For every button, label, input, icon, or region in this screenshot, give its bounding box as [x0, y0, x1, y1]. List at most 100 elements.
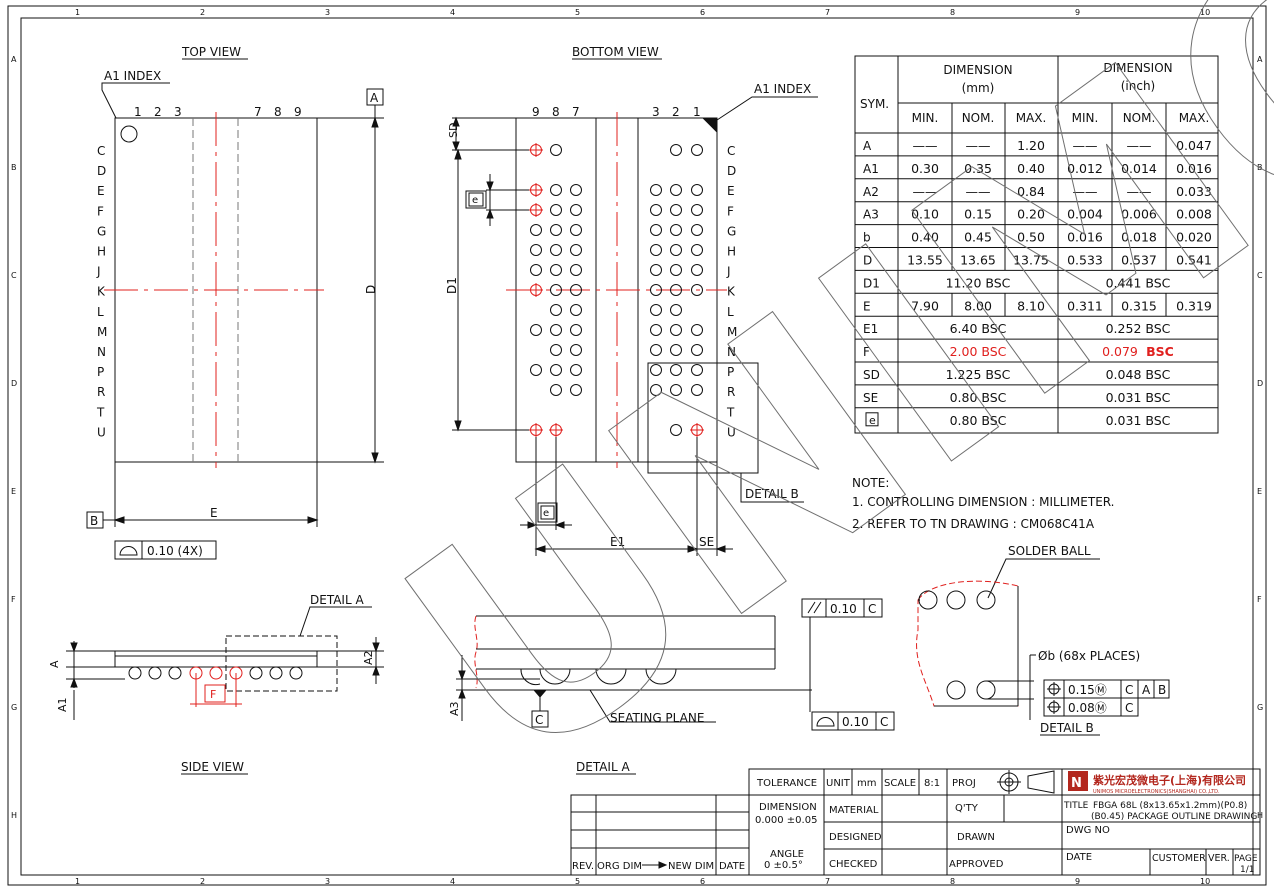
table-cell: 0.008 — [1176, 207, 1212, 222]
table-cell: 0.033 — [1176, 184, 1212, 199]
notes-title: NOTE: — [852, 476, 889, 490]
frame-col-label: 7 — [825, 877, 830, 886]
top-row-label: E — [97, 184, 105, 198]
bottom-dim-e1: E1 — [610, 535, 625, 549]
top-view: TOP VIEW A1 INDEX D A E B — [86, 45, 384, 560]
bottom-row-label: C — [727, 144, 735, 158]
top-col-label: 1 — [134, 105, 142, 119]
table-cell: 0.018 — [1121, 230, 1157, 245]
top-col-label: 7 — [254, 105, 262, 119]
frame-col-label: 7 — [825, 8, 830, 17]
solder-ball — [670, 204, 682, 216]
table-sym: SD — [863, 368, 880, 382]
bottom-row-label: J — [726, 265, 731, 279]
bottom-row-label: R — [727, 385, 735, 399]
frame-row-label: B — [11, 163, 17, 172]
frame-col-label: 10 — [1200, 877, 1210, 886]
bottom-dim-e-bottom: e — [543, 508, 549, 519]
table-cell: —— — [913, 184, 938, 199]
top-row-label: M — [97, 325, 107, 339]
side-dim-a1: A1 — [56, 697, 69, 712]
solder-ball — [670, 264, 682, 276]
table-header-sym: SYM. — [860, 97, 889, 111]
frame-col-label: 1 — [75, 8, 80, 17]
solder-ball — [691, 284, 703, 296]
solder-ball — [691, 364, 703, 376]
frame-col-label: 6 — [700, 877, 705, 886]
drawn-label: DRAWN — [957, 832, 995, 843]
table-cell: —— — [966, 184, 991, 199]
table-cell: 0.541 — [1176, 253, 1212, 268]
table-cell: 0.30 — [911, 161, 939, 176]
solder-ball — [691, 324, 703, 336]
frame-col-label: 8 — [950, 877, 955, 886]
company-name-en: UNIMOS MICROELECTRONICS(SHANGHAI) CO.,LT… — [1093, 789, 1220, 795]
fcf1-datum-2: A — [1142, 683, 1151, 697]
bottom-row-label: L — [727, 305, 734, 319]
bottom-row-label: P — [727, 365, 734, 379]
top-col-label: 8 — [274, 105, 282, 119]
bottom-row-label: G — [727, 224, 736, 238]
solder-ball — [570, 184, 582, 196]
side-dim-a: A — [48, 660, 61, 668]
table-cell: 0.020 — [1176, 230, 1212, 245]
solder-ball — [550, 204, 562, 216]
rev-label: REV. — [572, 861, 594, 872]
designed-label: DESIGNED — [829, 832, 882, 843]
title-line-1: FBGA 68L (8x13.65x1.2mm)(P0.8) — [1093, 801, 1247, 811]
flatness-value: 0.10 — [842, 715, 869, 729]
bottom-row-label: H — [727, 245, 736, 259]
table-cell: 0.016 — [1176, 161, 1212, 176]
frame-col-label: 3 — [325, 8, 330, 17]
ball-grid — [529, 143, 704, 437]
solder-ball — [570, 204, 582, 216]
datum-c: C — [535, 713, 543, 727]
solder-ball — [650, 264, 662, 276]
solder-ball — [550, 364, 562, 376]
table-cell: 8.10 — [1017, 298, 1045, 313]
table-cell: —— — [913, 138, 938, 153]
solder-ball — [650, 324, 662, 336]
solder-ball — [570, 284, 582, 296]
solder-ball — [530, 324, 542, 336]
solder-ball — [550, 384, 562, 396]
title-block: REV. ORG DIM NEW DIM DATE TOLERANCE UNIT… — [570, 768, 1261, 876]
solder-ball — [550, 224, 562, 236]
table-cell: 0.047 — [1176, 138, 1212, 153]
top-row-label: D — [97, 164, 106, 178]
table-cell-bsc: 11.20 BSC — [946, 275, 1011, 290]
table-cell-bsc: 0.048 BSC — [1106, 367, 1171, 382]
frame-col-label: 1 — [75, 877, 80, 886]
frame-col-label: 4 — [450, 8, 455, 17]
solder-ball — [650, 364, 662, 376]
table-cell: 0.40 — [911, 230, 939, 245]
frame-row-label: A — [11, 55, 17, 64]
notes: NOTE: 1. CONTROLLING DIMENSION : MILLIME… — [852, 476, 1115, 531]
dimension-label: DIMENSION — [759, 802, 817, 813]
detail-b-title: DETAIL B — [1040, 721, 1094, 735]
table-cell: 1.20 — [1017, 138, 1045, 153]
table-cell: 0.012 — [1067, 161, 1103, 176]
table-cell: —— — [1073, 184, 1098, 199]
solder-ball — [550, 344, 562, 356]
top-row-label: H — [97, 245, 106, 259]
solder-ball — [550, 244, 562, 256]
table-cell-bsc: 2.00 BSC — [950, 344, 1007, 359]
solder-ball — [670, 384, 682, 396]
side-detail-a-label: DETAIL A — [310, 593, 364, 607]
table-cell: 0.40 — [1017, 161, 1045, 176]
fcf1-value: 0.15Ⓜ — [1068, 683, 1107, 697]
pin1-marker — [120, 125, 138, 143]
table-cell: —— — [1127, 184, 1152, 199]
frame-row-label: C — [11, 271, 17, 280]
solder-ball — [670, 284, 682, 296]
solder-ball — [530, 244, 542, 256]
bottom-view: BOTTOM VIEW A1 INDEX SD e D1 — [445, 45, 818, 556]
bottom-row-label: N — [727, 345, 736, 359]
date-label: DATE — [1066, 852, 1092, 863]
solder-ball — [570, 244, 582, 256]
fcf2-datum-1: C — [1125, 701, 1133, 715]
fcf1-datum-3: B — [1158, 683, 1166, 697]
fcf2-value: 0.08Ⓜ — [1068, 701, 1107, 715]
